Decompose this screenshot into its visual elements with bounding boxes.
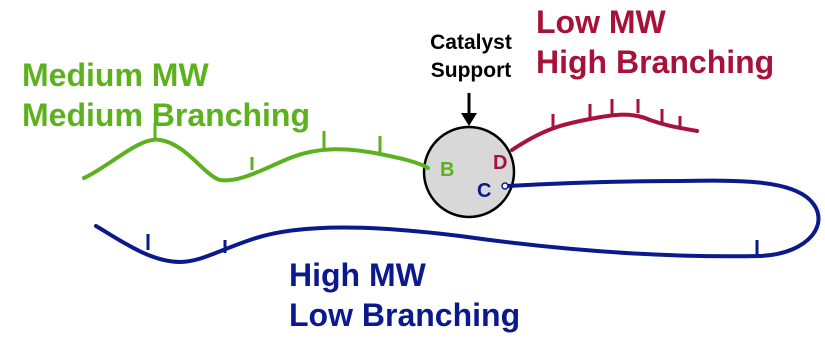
low-mw-label-line2: High Branching: [536, 44, 775, 80]
low-mw-label: Low MW High Branching: [536, 2, 774, 82]
high-mw-chain: [94, 178, 821, 265]
point-b-label: B: [440, 159, 455, 181]
catalyst-support-label-line2: Support: [430, 59, 512, 82]
high-mw-label: High MW Low Branching: [289, 255, 520, 335]
high-mw-chain-end-dot: [501, 182, 509, 190]
medium-mw-label-line2: Medium Branching: [22, 97, 311, 133]
high-mw-label-line2: Low Branching: [289, 297, 521, 333]
catalyst-support-label-line1: Catalyst: [430, 31, 512, 54]
medium-mw-label: Medium MW Medium Branching: [22, 55, 310, 135]
low-mw-label-line1: Low MW: [536, 4, 666, 40]
medium-mw-branches: [153, 123, 382, 170]
high-mw-branches: [146, 234, 759, 256]
catalyst-support-circle: [422, 125, 516, 219]
low-mw-chain: [510, 112, 699, 152]
medium-mw-label-line1: Medium MW: [22, 57, 209, 93]
point-c-label: C: [477, 180, 492, 202]
point-d-label: D: [493, 152, 508, 174]
catalyst-support-label: Catalyst Support: [392, 29, 550, 85]
low-mw-branches: [551, 99, 682, 129]
medium-mw-chain: [82, 137, 430, 183]
support-arrow-head: [461, 113, 477, 126]
high-mw-label-line1: High MW: [289, 257, 426, 293]
